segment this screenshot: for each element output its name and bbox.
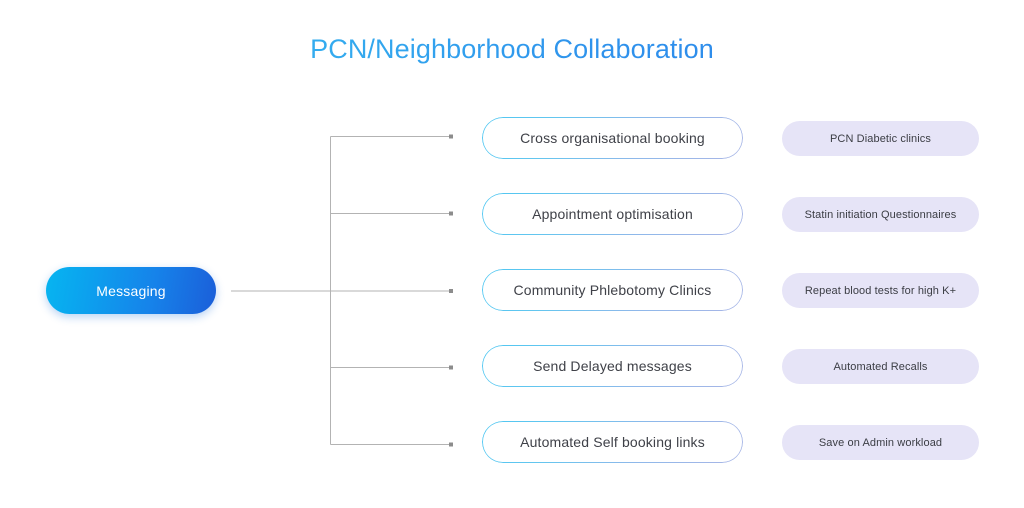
feature-pill[interactable]: Automated Self booking links bbox=[482, 421, 743, 463]
outcome-pill-label: Automated Recalls bbox=[833, 360, 928, 373]
arrow-tip-1 bbox=[449, 134, 453, 139]
outcome-pill-label: Save on Admin workload bbox=[818, 436, 943, 449]
arrow-tip-2 bbox=[449, 211, 453, 216]
source-node-label: Messaging bbox=[96, 282, 166, 299]
feature-pill[interactable]: Appointment optimisation bbox=[482, 193, 743, 235]
outcome-pill-label: Statin initiation Questionnaires bbox=[804, 208, 957, 221]
feature-pill-label: Cross organisational booking bbox=[520, 130, 705, 146]
outcome-column: PCN Diabetic clinics Statin initiation Q… bbox=[782, 121, 979, 501]
outcome-pill[interactable]: Repeat blood tests for high K+ bbox=[782, 273, 979, 308]
page-title: PCN/Neighborhood Collaboration bbox=[0, 34, 1024, 65]
outcome-pill[interactable]: Statin initiation Questionnaires bbox=[782, 197, 979, 232]
arrow-tip-4 bbox=[449, 365, 453, 370]
outcome-pill[interactable]: Save on Admin workload bbox=[782, 425, 979, 460]
outcome-pill[interactable]: Automated Recalls bbox=[782, 349, 979, 384]
arrow-tip-3 bbox=[449, 289, 453, 293]
feature-pill-label: Appointment optimisation bbox=[532, 206, 693, 222]
connector-arrow-tips bbox=[449, 134, 453, 447]
feature-pill[interactable]: Send Delayed messages bbox=[482, 345, 743, 387]
feature-pill-label: Community Phlebotomy Clinics bbox=[513, 282, 712, 298]
outcome-pill[interactable]: PCN Diabetic clinics bbox=[782, 121, 979, 156]
outcome-pill-label: Repeat blood tests for high K+ bbox=[804, 284, 957, 297]
outcome-pill-label: PCN Diabetic clinics bbox=[829, 132, 932, 145]
feature-column: Cross organisational booking Appointment… bbox=[482, 117, 743, 497]
feature-pill[interactable]: Community Phlebotomy Clinics bbox=[482, 269, 743, 311]
feature-pill-label: Send Delayed messages bbox=[533, 358, 692, 374]
feature-pill-label: Automated Self booking links bbox=[520, 434, 705, 450]
source-node-messaging[interactable]: Messaging bbox=[46, 267, 216, 314]
arrow-tip-5 bbox=[449, 442, 453, 447]
feature-pill[interactable]: Cross organisational booking bbox=[482, 117, 743, 159]
